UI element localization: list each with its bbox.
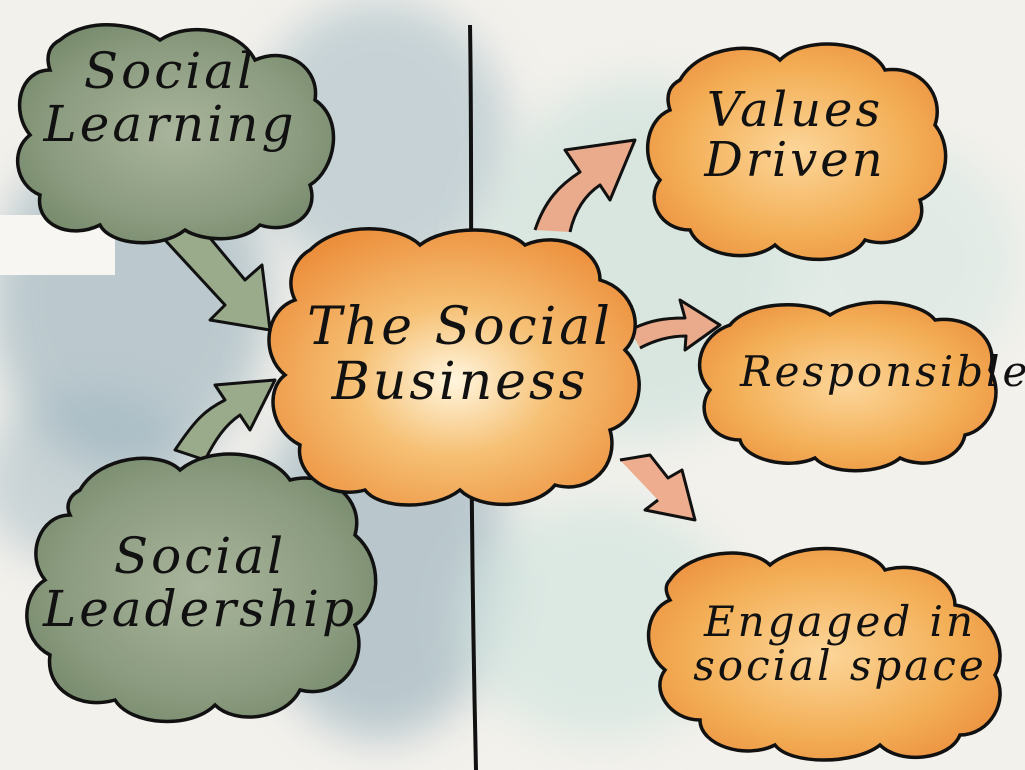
label-line: social space: [693, 641, 987, 691]
label-line: Responsible: [740, 347, 1025, 396]
label-line: Driven: [704, 132, 886, 189]
label-line: The Social: [307, 297, 613, 357]
arrow-leadership-to-business: [173, 378, 277, 462]
arrow-to-values: [533, 138, 637, 233]
label-line: Learning: [43, 94, 297, 153]
cloud-engaged: [647, 546, 1002, 762]
cloud-responsible: [698, 300, 998, 473]
label-social-leadership: Social Leadership: [40, 530, 360, 635]
label-values-driven: Values Driven: [680, 85, 910, 186]
label-line: Values: [706, 82, 884, 138]
label-line: Engaged in: [703, 597, 977, 646]
arrow-to-engaged: [619, 453, 697, 522]
label-social-business: The Social Business: [305, 300, 615, 409]
cloud-social-leadership: [25, 452, 378, 724]
cloud-values-driven: [645, 42, 948, 262]
arrow-to-responsible: [629, 298, 722, 352]
label-social-learning: Social Learning: [30, 45, 310, 150]
label-line: Social: [113, 527, 287, 585]
label-line: Social: [83, 42, 257, 100]
label-line: Business: [331, 351, 589, 412]
label-engaged: Engaged in social space: [680, 597, 1000, 691]
cloud-social-business: [267, 227, 641, 507]
cloud-social-learning: [15, 23, 336, 245]
label-responsible: Responsible: [740, 347, 1025, 396]
label-line: Leadership: [43, 579, 357, 638]
